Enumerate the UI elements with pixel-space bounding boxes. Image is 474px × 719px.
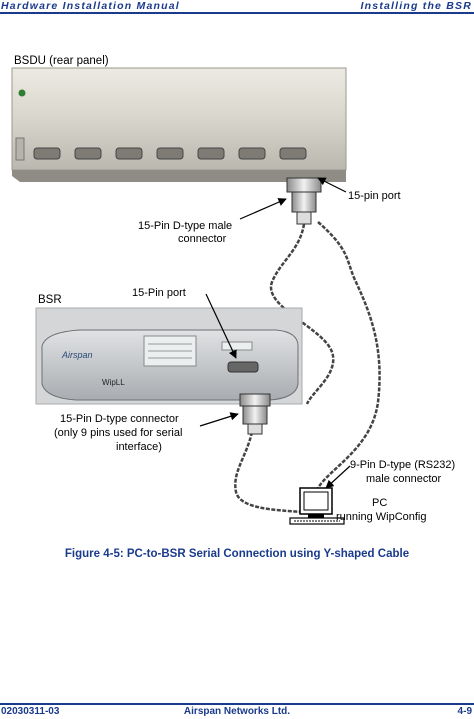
pin15-port-top-label: 15-pin port	[348, 190, 401, 202]
pc-label-line1: PC	[372, 497, 387, 509]
rs232-label-line1: 9-Pin D-type (RS232)	[350, 459, 455, 471]
rs232-arrow	[325, 465, 351, 489]
footer-page-number: 4-9	[457, 706, 472, 717]
page-footer: 02030311-03 Airspan Networks Ltd. 4-9	[0, 706, 474, 719]
dtype-connector-label-line3: interface)	[116, 441, 162, 453]
header-rule	[0, 12, 474, 14]
top-15pin-connector	[286, 177, 322, 225]
cable-bsdu-to-pc	[316, 221, 381, 489]
figure-caption: Figure 4-5: PC-to-BSR Serial Connection …	[64, 548, 410, 560]
bsr-15pin-port	[227, 361, 259, 373]
pin15-port-bsr-arrow	[205, 293, 237, 359]
bsdu-port-row	[33, 147, 307, 160]
connection-diagram: BSDU (rear panel) 15-pin port 15-Pin D-t…	[11, 55, 455, 525]
header-section-title: Installing the BSR	[360, 0, 472, 12]
male-connector-label-line2: connector	[178, 233, 227, 245]
male-connector-label-line1: 15-Pin D-type male	[138, 220, 232, 232]
bsr-model-text: WipLL	[102, 378, 125, 387]
footer-rule	[0, 703, 474, 705]
pc-label-line2: running WipConfig	[336, 511, 427, 523]
dtype-connector-label-line2: (only 9 pins used for serial	[54, 427, 182, 439]
pin15-port-bsr-label: 15-Pin port	[132, 287, 186, 299]
bsr-brand-text: Airspan	[61, 350, 93, 360]
status-led-icon	[18, 89, 26, 97]
footer-doc-number: 02030311-03	[1, 706, 60, 717]
cable-bsr-to-pc	[234, 431, 305, 514]
bsdu-label: BSDU (rear panel)	[14, 55, 109, 67]
bsr-label: BSR	[38, 294, 62, 306]
dtype-connector-label-line1: 15-Pin D-type connector	[60, 413, 179, 425]
rs232-label-line2: male connector	[366, 473, 442, 485]
footer-company: Airspan Networks Ltd.	[183, 706, 291, 717]
bsr-unit: Airspan WipLL	[35, 307, 303, 405]
bsdu-unit	[11, 67, 347, 182]
pin15-port-top-arrow	[317, 177, 347, 193]
page-header: Hardware Installation Manual Installing …	[0, 0, 474, 12]
bsr-15pin-connector	[239, 393, 271, 435]
dtype-connector-arrow	[199, 412, 239, 427]
pc-icon	[289, 487, 345, 525]
header-manual-title: Hardware Installation Manual	[1, 0, 180, 12]
male-connector-arrow	[239, 198, 287, 220]
